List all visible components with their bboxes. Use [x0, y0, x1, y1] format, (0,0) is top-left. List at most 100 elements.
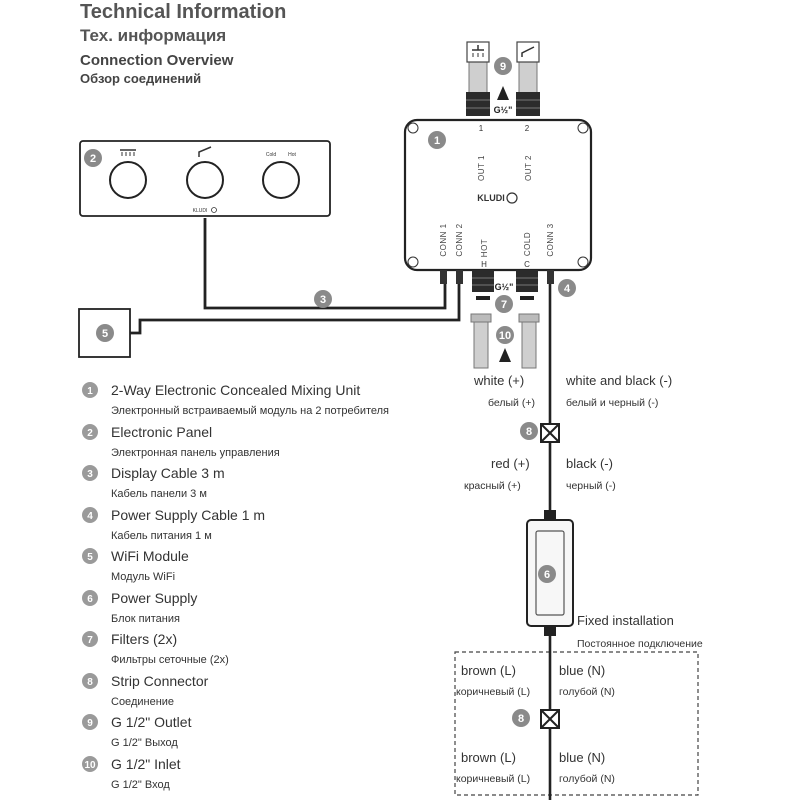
spout-outlet-icon [516, 41, 540, 63]
legend-label: Electronic Panel [111, 424, 212, 440]
legend-badge-6 [82, 590, 98, 606]
shower-icon [120, 149, 136, 156]
legend-label: Strip Connector [111, 673, 209, 689]
svg-text:3: 3 [320, 294, 326, 306]
inlet-arrow-icon [499, 348, 511, 362]
wire-blue-top-ru: голубой (N) [559, 686, 615, 698]
badge-8-upper [520, 422, 538, 440]
out1-label: OUT 1 [477, 155, 486, 181]
inlet-fittings [440, 270, 554, 292]
badge-1 [428, 131, 446, 149]
fixed-installation: Fixed installation [577, 613, 674, 628]
wire-brown-top-ru: коричневый (L) [456, 686, 530, 698]
conn3-label: CONN 3 [546, 223, 555, 256]
legend-label: WiFi Module [111, 548, 189, 564]
svg-text:10: 10 [499, 330, 511, 342]
legend-item: 7 Filters (2x) Фильтры сеточные (2x) [82, 631, 229, 666]
wire-black-minus: black (-) [566, 456, 613, 471]
hot-letter: H [481, 260, 487, 269]
wire-white-plus: white (+) [473, 373, 524, 388]
section-title: Connection Overview [80, 52, 234, 69]
wire-brown-bottom: brown (L) [461, 750, 516, 765]
wire-blue-bottom-ru: голубой (N) [559, 773, 615, 785]
svg-text:6: 6 [87, 594, 93, 605]
legend-label-ru: Электронная панель управления [111, 447, 280, 459]
outlet-pipes [466, 59, 540, 116]
legend-item: 4 Power Supply Cable 1 m Кабель питания … [82, 507, 265, 542]
wire-white-plus-ru: белый (+) [488, 397, 535, 409]
wire-blue-bottom: blue (N) [559, 750, 605, 765]
badge-5 [96, 324, 114, 342]
legend: 1 2-Way Electronic Concealed Mixing Unit… [82, 382, 389, 791]
legend-badge-9 [82, 714, 98, 730]
wire-black-minus-ru: черный (-) [566, 480, 616, 492]
unit-brand: KLUDI [477, 193, 505, 203]
outlet-arrow-icon [497, 86, 509, 100]
legend-label: Filters (2x) [111, 631, 177, 647]
panel-cold-label: Cold [266, 152, 277, 158]
strip-connector-lower [540, 709, 560, 729]
badge-3 [314, 290, 332, 308]
badge-2 [84, 149, 102, 167]
svg-text:8: 8 [526, 426, 532, 438]
electronic-panel [79, 140, 331, 217]
legend-item: 10 G 1/2" Inlet G 1/2" Вход [82, 756, 181, 791]
shower-outlet-icon [466, 41, 490, 63]
badge-6 [538, 565, 556, 583]
fixed-installation-ru: Постоянное подключение [577, 638, 703, 650]
mixing-unit [403, 118, 593, 272]
legend-label-ru: Электронный встраиваемый модуль на 2 пот… [111, 405, 389, 417]
inlet-pipes [470, 313, 540, 369]
svg-text:5: 5 [87, 552, 93, 563]
conn2-label: CONN 2 [455, 223, 464, 256]
wire-brown-top: brown (L) [461, 663, 516, 678]
svg-text:6: 6 [544, 569, 550, 581]
out2-label: OUT 2 [524, 155, 533, 181]
fixed-installation-box [454, 651, 699, 796]
panel-hot-label: Hot [288, 152, 296, 158]
legend-label-ru: Фильтры сеточные (2x) [111, 654, 229, 666]
out2-number: 2 [525, 124, 530, 133]
legend-item: 5 WiFi Module Модуль WiFi [82, 548, 189, 583]
panel-logo-icon [211, 207, 217, 213]
panel-brand: KLUDI [193, 208, 208, 214]
legend-label: G 1/2" Outlet [111, 714, 192, 730]
legend-label-ru: Блок питания [111, 613, 180, 625]
svg-text:8: 8 [518, 713, 524, 725]
wifi-cable [130, 284, 461, 335]
svg-text:7: 7 [87, 635, 93, 646]
legend-label-ru: Кабель питания 1 м [111, 530, 212, 542]
legend-label-ru: Кабель панели 3 м [111, 488, 207, 500]
wire-red-plus: red (+) [491, 456, 530, 471]
legend-badge-5 [82, 548, 98, 564]
spout-icon [198, 146, 212, 157]
legend-item: 2 Electronic Panel Электронная панель уп… [82, 424, 280, 459]
legend-label-ru: G 1/2" Выход [111, 737, 178, 749]
wire-blue-top: blue (N) [559, 663, 605, 678]
legend-badge-8 [82, 673, 98, 689]
svg-text:1: 1 [87, 386, 93, 397]
legend-badge-7 [82, 631, 98, 647]
svg-text:4: 4 [87, 511, 93, 522]
legend-label: G 1/2" Inlet [111, 756, 181, 772]
cold-label: COLD [523, 232, 532, 256]
inlet-thread-label: G½" [495, 282, 514, 292]
svg-text:3: 3 [87, 469, 93, 480]
legend-label-ru: Соединение [111, 696, 174, 708]
legend-badge-10 [82, 756, 98, 772]
wire-brown-bottom-ru: коричневый (L) [456, 773, 530, 785]
legend-label: Power Supply Cable 1 m [111, 507, 265, 523]
badge-4 [558, 279, 576, 297]
out1-number: 1 [479, 124, 484, 133]
legend-badge-2 [82, 424, 98, 440]
badge-9 [494, 57, 512, 75]
section-title-ru: Обзор соединений [80, 71, 201, 86]
legend-label-ru: G 1/2" Вход [111, 779, 170, 791]
outlet-thread-label: G½" [494, 105, 513, 115]
legend-badge-4 [82, 507, 98, 523]
legend-item: 8 Strip Connector Соединение [82, 673, 209, 708]
legend-item: 1 2-Way Electronic Concealed Mixing Unit… [82, 382, 389, 417]
svg-text:8: 8 [87, 677, 93, 688]
brand-logo-icon [506, 192, 518, 204]
legend-badge-3 [82, 465, 98, 481]
